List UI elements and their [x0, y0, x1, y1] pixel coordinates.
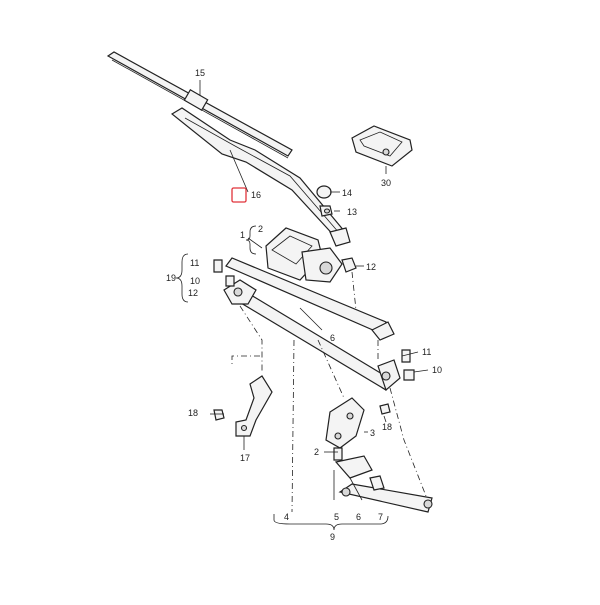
- label-2-top: 2: [258, 224, 263, 234]
- label-12-left: 12: [188, 288, 198, 298]
- bracket-part-3: [325, 397, 365, 449]
- brace-1: [245, 225, 257, 255]
- label-18-left: 18: [188, 408, 198, 418]
- label-14: 14: [342, 188, 352, 198]
- label-2-bottom: 2: [314, 447, 319, 457]
- label-6-mid: 6: [330, 333, 335, 343]
- leader-lines: [199, 80, 429, 501]
- label-10-left: 10: [190, 276, 200, 286]
- brace-19: [175, 253, 189, 303]
- label-6-bottom: 6: [356, 512, 361, 522]
- label-18-right: 18: [382, 422, 392, 432]
- label-9: 9: [330, 532, 335, 542]
- brace-9: [273, 514, 389, 531]
- label-11-right: 11: [422, 347, 431, 357]
- bolts: [213, 259, 415, 461]
- nut-18-right: [379, 403, 391, 415]
- wiper-blade: [106, 51, 293, 159]
- label-12-right: 12: [366, 262, 376, 272]
- nut-18: [213, 409, 225, 421]
- label-30: 30: [381, 178, 391, 188]
- label-7: 7: [378, 512, 383, 522]
- bracket-part-30: [351, 125, 413, 167]
- linkage-frame: [223, 257, 401, 392]
- label-5: 5: [334, 512, 339, 522]
- label-13: 13: [347, 207, 357, 217]
- label-3: 3: [370, 428, 375, 438]
- label-16: 16: [251, 190, 261, 200]
- highlight-marker: [231, 187, 247, 203]
- label-4: 4: [284, 512, 289, 522]
- crank-linkage: [334, 455, 433, 513]
- bracket-part-17: [235, 375, 273, 437]
- label-17: 17: [240, 453, 250, 463]
- centre-lines: [231, 271, 427, 513]
- wiper-arm: [170, 107, 351, 247]
- label-10-right: 10: [432, 365, 442, 375]
- label-19: 19: [166, 273, 176, 283]
- wiper-motor: [265, 227, 343, 283]
- label-1: 1: [240, 230, 245, 240]
- label-15: 15: [195, 68, 205, 78]
- label-11-left: 11: [190, 258, 199, 268]
- nut-12: [341, 257, 357, 273]
